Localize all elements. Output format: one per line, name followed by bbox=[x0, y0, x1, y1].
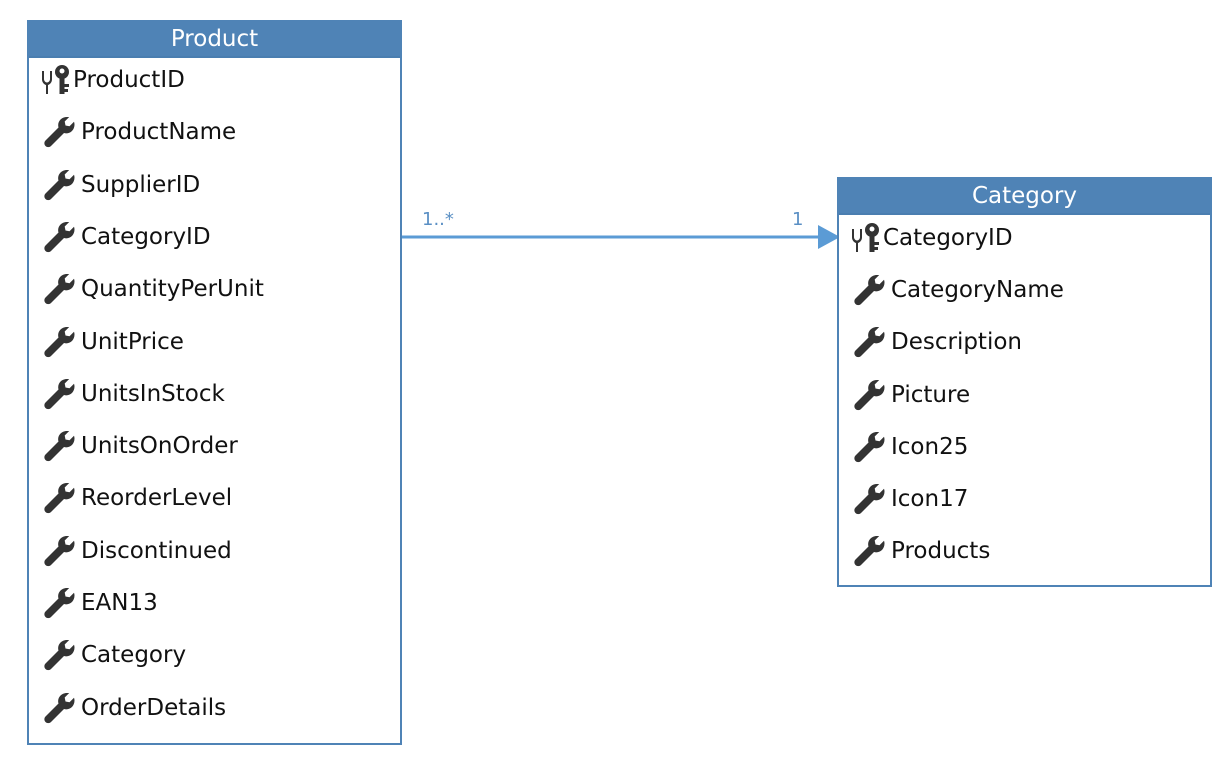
product-field-label: SupplierID bbox=[81, 171, 201, 198]
wrench-icon bbox=[41, 533, 77, 569]
key-icon bbox=[39, 62, 75, 98]
wrench-icon bbox=[851, 324, 887, 360]
product-field-reorderlevel[interactable]: ReorderLevel bbox=[41, 478, 232, 518]
wrench-icon bbox=[41, 585, 77, 621]
product-field-quantityperunit[interactable]: QuantityPerUnit bbox=[41, 269, 264, 309]
product-field-categoryid[interactable]: CategoryID bbox=[41, 217, 211, 257]
wrench-icon bbox=[851, 377, 887, 413]
category-field-label: Picture bbox=[891, 381, 971, 408]
product-field-label: ReorderLevel bbox=[81, 485, 233, 512]
category-field-label: Description bbox=[891, 329, 1022, 356]
product-field-discontinued[interactable]: Discontinued bbox=[41, 531, 232, 571]
wrench-icon bbox=[41, 690, 77, 726]
wrench-icon bbox=[41, 428, 77, 464]
category-field-label: CategoryID bbox=[883, 225, 1013, 251]
wrench-icon bbox=[41, 324, 77, 360]
wrench-icon bbox=[41, 376, 77, 412]
product-field-unitsinstock[interactable]: UnitsInStock bbox=[41, 374, 225, 414]
category-field-label: Products bbox=[891, 538, 991, 565]
source-multiplicity: 1..* bbox=[422, 209, 454, 230]
wrench-icon bbox=[41, 637, 77, 673]
product-field-label: UnitsInStock bbox=[81, 380, 225, 407]
product-field-unitsonorder[interactable]: UnitsOnOrder bbox=[41, 426, 238, 466]
wrench-icon bbox=[41, 167, 77, 203]
wrench-icon bbox=[851, 429, 887, 465]
product-field-unitprice[interactable]: UnitPrice bbox=[41, 322, 184, 362]
category-field-icon17[interactable]: Icon17 bbox=[851, 479, 968, 519]
product-field-label: OrderDetails bbox=[81, 694, 227, 721]
wrench-icon bbox=[851, 272, 887, 308]
product-field-label: ProductName bbox=[81, 119, 237, 146]
product-field-orderdetails[interactable]: OrderDetails bbox=[41, 688, 226, 728]
category-field-picture[interactable]: Picture bbox=[851, 375, 970, 415]
category-field-label: CategoryName bbox=[891, 277, 1064, 304]
product-entity-title: Product bbox=[29, 22, 400, 58]
wrench-icon bbox=[851, 481, 887, 517]
product-field-label: UnitPrice bbox=[81, 328, 184, 355]
category-field-categoryid[interactable]: CategoryID bbox=[849, 218, 1013, 258]
product-field-label: EAN13 bbox=[81, 590, 158, 616]
category-field-label: Icon17 bbox=[891, 486, 969, 512]
target-multiplicity: 1 bbox=[792, 209, 804, 230]
relation-arrowhead bbox=[818, 225, 840, 249]
product-field-label: QuantityPerUnit bbox=[81, 276, 264, 303]
category-field-categoryname[interactable]: CategoryName bbox=[851, 270, 1064, 310]
product-field-label: UnitsOnOrder bbox=[81, 433, 238, 460]
product-field-supplierid[interactable]: SupplierID bbox=[41, 165, 200, 205]
wrench-icon bbox=[41, 271, 77, 307]
category-field-description[interactable]: Description bbox=[851, 322, 1022, 362]
product-field-ean13[interactable]: EAN13 bbox=[41, 583, 158, 623]
product-field-label: CategoryID bbox=[81, 223, 211, 250]
category-field-products[interactable]: Products bbox=[851, 531, 990, 571]
category-field-icon25[interactable]: Icon25 bbox=[851, 427, 968, 467]
category-field-label: Icon25 bbox=[891, 433, 969, 460]
product-field-productname[interactable]: ProductName bbox=[41, 112, 236, 152]
product-field-label: ProductID bbox=[73, 67, 185, 93]
wrench-icon bbox=[851, 533, 887, 569]
product-field-category[interactable]: Category bbox=[41, 635, 186, 675]
wrench-icon bbox=[41, 114, 77, 150]
wrench-icon bbox=[41, 219, 77, 255]
wrench-icon bbox=[41, 480, 77, 516]
category-entity-title: Category bbox=[839, 179, 1210, 215]
product-field-label: Category bbox=[81, 642, 187, 669]
key-icon bbox=[849, 220, 885, 256]
product-field-label: Discontinued bbox=[81, 537, 232, 564]
product-field-productid[interactable]: ProductID bbox=[39, 60, 185, 100]
